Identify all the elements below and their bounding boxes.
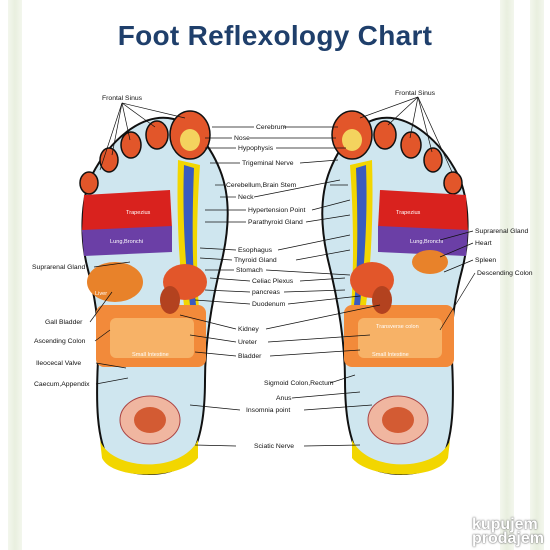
label-cerebrum: Cerebrum (256, 124, 287, 131)
right-heel-rim (352, 440, 450, 475)
label-frontal-sinus-left: Frontal Sinus (102, 95, 143, 102)
label-esophagus: Esophagus (238, 247, 273, 254)
label-anus: Anus (276, 395, 292, 402)
label-sigmoid-colon-rectum: Sigmoid Colon,Rectum (264, 380, 334, 387)
label-nose: Nose (234, 135, 250, 142)
right-toe-3 (400, 131, 422, 159)
chart-title: Foot Reflexology Chart (117, 20, 433, 51)
label-hypophysis: Hypophysis (238, 145, 274, 152)
left-intestine-zone (110, 318, 194, 358)
label-caecum-appendix: Caecum,Appendix (34, 381, 90, 388)
label-stomach: Stomach (236, 267, 263, 274)
label-gall-bladder: Gall Bladder (45, 319, 83, 326)
watermark: kupujem prodajem (471, 516, 544, 547)
left-toe-5 (79, 171, 99, 195)
left-liver-label: Liver (95, 291, 107, 297)
left-toe-4 (99, 147, 119, 173)
label-sciatic-nerve: Sciatic Nerve (254, 443, 294, 450)
left-foot: Trapezius Lung,Bronchi Liver Small Intes… (79, 110, 229, 475)
left-heel-center (134, 407, 166, 433)
label-thyroid-gland: Thyroid Gland (234, 257, 277, 264)
label-ascending-colon: Ascending Colon (34, 338, 86, 345)
left-toe-3 (120, 131, 142, 159)
right-lung-zone (378, 226, 468, 256)
label-bladder: Bladder (238, 353, 262, 360)
label-frontal-sinus-right: Frontal Sinus (395, 90, 436, 97)
bamboo-stalk (530, 0, 544, 550)
right-heart-zone (412, 250, 448, 274)
left-lung-label: Lung,Bronchi (110, 239, 143, 245)
label-duodenum: Duodenum (252, 301, 286, 308)
right-trapezius-label: Trapezius (396, 210, 421, 216)
label-ileocecal-valve: Ileocecal Valve (36, 360, 81, 367)
right-heel-center (382, 407, 414, 433)
left-liver-zone (87, 262, 143, 302)
left-trapezius-zone (82, 190, 172, 232)
right-kidney (372, 286, 392, 314)
left-lung-zone (82, 226, 172, 256)
right-toe-2 (373, 120, 397, 150)
left-heel-rim (100, 440, 198, 475)
label-ureter: Ureter (238, 339, 258, 346)
right-small-intestine-label: Small Intestine (372, 352, 409, 358)
right-toe-4 (423, 147, 443, 173)
label-cerebellum-brain-stem: Cerebellum,Brain Stem (226, 182, 297, 189)
watermark-line-1: kupujem (471, 516, 538, 533)
left-trapezius-label: Trapezius (126, 210, 151, 216)
label-hypertension-point: Hypertension Point (248, 207, 306, 214)
label-trigeminal-nerve: Trigeminal Nerve (242, 160, 294, 167)
label-parathyroid-gland: Parathyroid Gland (248, 219, 303, 226)
label-spleen: Spleen (475, 257, 496, 264)
left-toe-2 (145, 120, 169, 150)
label-neck: Neck (238, 194, 254, 201)
watermark-line-2: prodajem (471, 530, 544, 547)
left-small-intestine-label: Small Intestine (132, 352, 169, 358)
right-big-toe-center (342, 129, 362, 151)
bamboo-stalk (500, 0, 514, 550)
label-suprarenal-gland-left: Suprarenal Gland (32, 264, 85, 271)
bamboo-stalk (8, 0, 22, 550)
label-celiac-plexus: Celiac Plexus (252, 278, 294, 285)
label-pancreas: pancreas (252, 289, 281, 296)
left-kidney (160, 286, 180, 314)
leader-lines (89, 96, 476, 447)
label-heart: Heart (475, 240, 492, 247)
label-descending-colon: Descending Colon (477, 270, 533, 277)
left-big-toe-center (180, 129, 200, 151)
label-insomnia-point: Insomnia point (246, 407, 290, 414)
right-lung-label: Lung,Bronchi (410, 239, 443, 245)
right-trapezius-zone (378, 190, 468, 232)
right-foot: Trapezius Lung,Bronchi Transverse colon … (321, 110, 469, 475)
right-transverse-colon-label: Transverse colon (376, 324, 419, 330)
label-suprarenal-gland-right: Suprarenal Gland (475, 228, 528, 235)
label-kidney: Kidney (238, 326, 259, 333)
right-intestine-zone (358, 318, 442, 358)
right-toe-5 (443, 171, 463, 195)
